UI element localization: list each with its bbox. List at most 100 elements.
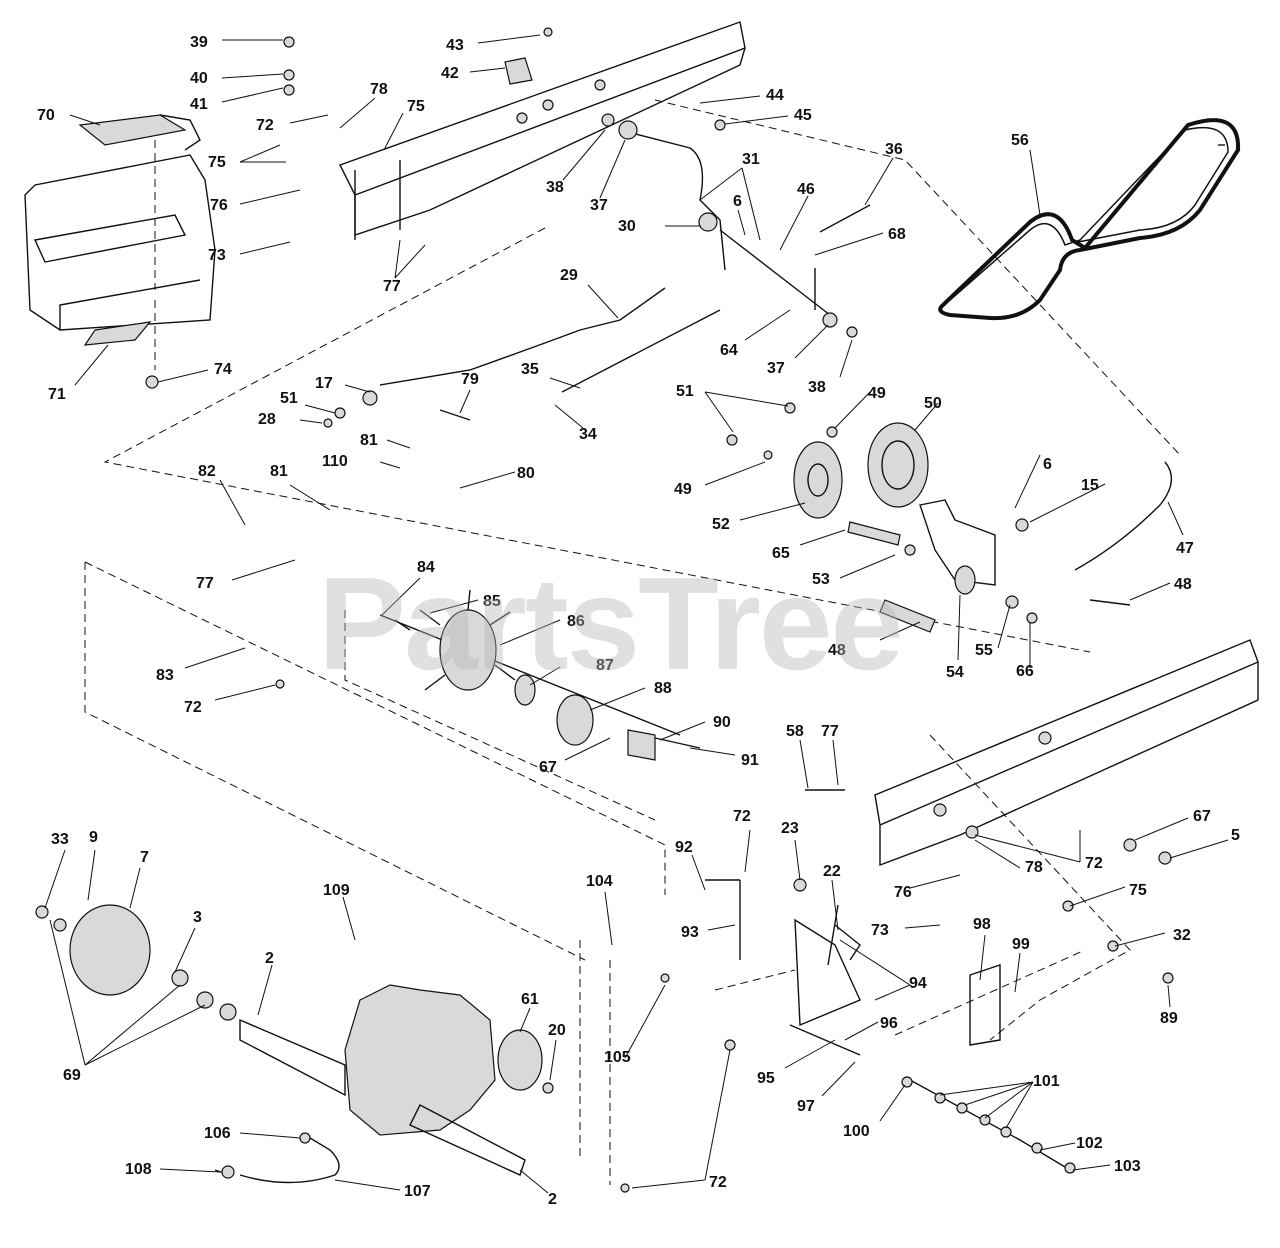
callout-51: 51 bbox=[676, 383, 694, 400]
callout-44: 44 bbox=[766, 87, 784, 104]
callout-30: 30 bbox=[618, 218, 636, 235]
callout-76: 76 bbox=[894, 884, 912, 901]
hood-fender-part bbox=[24, 114, 216, 389]
callout-100: 100 bbox=[843, 1123, 870, 1140]
callout-74: 74 bbox=[214, 361, 232, 378]
callout-107: 107 bbox=[404, 1183, 431, 1200]
callout-72: 72 bbox=[184, 699, 202, 716]
callout-108: 108 bbox=[125, 1161, 152, 1178]
callout-35: 35 bbox=[521, 361, 539, 378]
callout-104: 104 bbox=[586, 873, 613, 890]
callout-81: 81 bbox=[360, 432, 378, 449]
callout-84: 84 bbox=[417, 559, 435, 576]
callout-77: 77 bbox=[196, 575, 214, 592]
callout-38: 38 bbox=[546, 179, 564, 196]
callout-31: 31 bbox=[742, 151, 760, 168]
callout-83: 83 bbox=[156, 667, 174, 684]
callout-55: 55 bbox=[975, 642, 993, 659]
callout-82: 82 bbox=[198, 463, 216, 480]
callout-73: 73 bbox=[871, 922, 889, 939]
callout-69: 69 bbox=[63, 1067, 81, 1084]
callout-72: 72 bbox=[1085, 855, 1103, 872]
callout-28: 28 bbox=[258, 411, 276, 428]
callout-85: 85 bbox=[483, 593, 501, 610]
callout-78: 78 bbox=[370, 81, 388, 98]
pulley-assembly bbox=[793, 422, 996, 633]
callout-72: 72 bbox=[256, 117, 274, 134]
callout-91: 91 bbox=[741, 752, 759, 769]
callout-86: 86 bbox=[567, 613, 585, 630]
callout-47: 47 bbox=[1176, 540, 1194, 557]
callout-2: 2 bbox=[548, 1191, 557, 1208]
callout-37: 37 bbox=[767, 360, 785, 377]
callout-22: 22 bbox=[823, 863, 841, 880]
callout-49: 49 bbox=[868, 385, 886, 402]
callout-48: 48 bbox=[1174, 576, 1192, 593]
callout-64: 64 bbox=[720, 342, 738, 359]
callout-81: 81 bbox=[270, 463, 288, 480]
callout-77: 77 bbox=[821, 723, 839, 740]
callout-9: 9 bbox=[89, 829, 98, 846]
callout-41: 41 bbox=[190, 96, 208, 113]
callout-68: 68 bbox=[888, 226, 906, 243]
callout-45: 45 bbox=[794, 107, 812, 124]
callout-46: 46 bbox=[797, 181, 815, 198]
callout-103: 103 bbox=[1114, 1158, 1141, 1175]
callout-53: 53 bbox=[812, 571, 830, 588]
callout-51: 51 bbox=[280, 390, 298, 407]
callout-76: 76 bbox=[210, 197, 228, 214]
callout-2: 2 bbox=[265, 950, 274, 967]
callout-61: 61 bbox=[521, 991, 539, 1008]
callout-75: 75 bbox=[407, 98, 425, 115]
callout-102: 102 bbox=[1076, 1135, 1103, 1152]
callout-54: 54 bbox=[946, 664, 964, 681]
callout-67: 67 bbox=[539, 759, 557, 776]
callout-110: 110 bbox=[322, 453, 348, 470]
callout-72: 72 bbox=[733, 808, 751, 825]
callout-94: 94 bbox=[909, 975, 927, 992]
callout-29: 29 bbox=[560, 267, 578, 284]
callout-43: 43 bbox=[446, 37, 464, 54]
callout-92: 92 bbox=[675, 839, 693, 856]
callout-40: 40 bbox=[190, 70, 208, 87]
callout-labels: 39 40 41 43 42 70 78 72 75 75 76 73 77 4… bbox=[37, 34, 1240, 1208]
callout-75: 75 bbox=[1129, 882, 1147, 899]
callout-5: 5 bbox=[1231, 827, 1240, 844]
callout-75: 75 bbox=[208, 154, 226, 171]
callout-77: 77 bbox=[383, 278, 401, 295]
lower-frame-rail bbox=[874, 639, 1259, 867]
callout-6: 6 bbox=[733, 193, 742, 210]
callout-42: 42 bbox=[441, 65, 459, 82]
assembly-outlines bbox=[84, 99, 1181, 1185]
callout-23: 23 bbox=[781, 820, 799, 837]
fan-shaft-assembly bbox=[379, 589, 681, 761]
callout-3: 3 bbox=[193, 909, 202, 926]
callout-39: 39 bbox=[190, 34, 208, 51]
callout-105: 105 bbox=[604, 1049, 631, 1066]
callout-101: 101 bbox=[1033, 1073, 1060, 1090]
callout-48: 48 bbox=[828, 642, 846, 659]
callout-34: 34 bbox=[579, 426, 597, 443]
callout-38: 38 bbox=[808, 379, 826, 396]
callout-66: 66 bbox=[1016, 663, 1034, 680]
callout-97: 97 bbox=[797, 1098, 815, 1115]
callout-98: 98 bbox=[973, 916, 991, 933]
callout-49: 49 bbox=[674, 481, 692, 498]
callout-88: 88 bbox=[654, 680, 672, 697]
hardware-markers bbox=[35, 27, 1225, 1193]
callout-89: 89 bbox=[1160, 1010, 1178, 1027]
callout-87: 87 bbox=[596, 657, 614, 674]
transmission-part bbox=[69, 904, 543, 1184]
callout-50: 50 bbox=[924, 395, 942, 412]
callout-58: 58 bbox=[786, 723, 804, 740]
callout-95: 95 bbox=[757, 1070, 775, 1087]
callout-90: 90 bbox=[713, 714, 731, 731]
drive-belt-part bbox=[938, 118, 1241, 321]
callout-67: 67 bbox=[1193, 808, 1211, 825]
callout-70: 70 bbox=[37, 107, 55, 124]
callout-71: 71 bbox=[48, 386, 66, 403]
callout-36: 36 bbox=[885, 141, 903, 158]
callout-106: 106 bbox=[204, 1125, 231, 1142]
callout-15: 15 bbox=[1081, 477, 1099, 494]
